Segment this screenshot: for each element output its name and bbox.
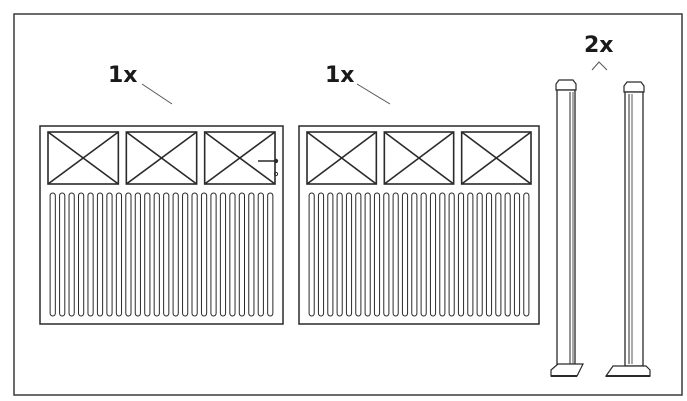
gate-leaf-right-cross-panels (306, 131, 532, 185)
gate-leaf-left-slat (106, 192, 113, 317)
gate-leaf-right-slat (476, 192, 483, 317)
gate-leaf-left-cross-panel-1 (47, 131, 120, 185)
gate-leaf-left-slat (238, 192, 245, 317)
gate-leaf-left-slat (96, 192, 104, 317)
gate-leaf-right-slat (336, 192, 343, 317)
gate-leaf-right-cross-panel-1 (306, 131, 378, 185)
gate-leaf-right-quantity: 1x (325, 63, 355, 88)
gate-leaf-left-slat (144, 192, 151, 317)
diagram-frame (13, 13, 683, 396)
gate-leaf-left-slat (182, 192, 189, 317)
gate-post-1-shaft (556, 89, 576, 367)
gate-leaf-right-slat (495, 192, 502, 317)
gate-leaf-right-leader-line (356, 83, 391, 105)
gate-leaf-left-slat (257, 192, 264, 317)
gate-post-2 (604, 81, 651, 377)
gate-leaf-left-slat (49, 192, 56, 317)
gate-leaf-right-slat (383, 192, 390, 317)
gate-leaf-right-slat (420, 192, 427, 317)
gate-leaf-left-slat (219, 192, 227, 317)
gate-leaf-right-slat (411, 192, 418, 317)
gate-leaf-left-slats (49, 192, 274, 317)
gate-leaf-left-slat (59, 192, 66, 317)
gate-leaf-left-slat (210, 192, 217, 317)
gate-post-1-base-plate (550, 363, 584, 377)
gate-leaf-right-slat (355, 192, 362, 317)
gate-leaf-right-slat (513, 192, 521, 317)
gate-post-leader-mark (591, 61, 608, 71)
gate-leaf-left-slat (163, 192, 170, 317)
gate-leaf-right-slat (345, 192, 353, 317)
gate-latch-icon (258, 158, 279, 177)
gate-leaf-right-slat (308, 192, 315, 317)
gate-leaf-right-cross-panel-3 (460, 131, 532, 185)
gate-leaf-left-cross-panel-2 (125, 131, 198, 185)
gate-leaf-right-cross-panel-2 (383, 131, 455, 185)
gate-leaf-right-slat (523, 192, 530, 317)
gate-leaf-left-slat (267, 192, 274, 317)
gate-leaf-right-slat (401, 192, 409, 317)
gate-leaf-right-slat (448, 192, 455, 317)
gate-leaf-left-quantity: 1x (108, 63, 138, 88)
gate-leaf-right-slat (327, 192, 334, 317)
gate-leaf-right-slat (364, 192, 371, 317)
gate-post-2-base-plate (604, 365, 651, 377)
gate-leaf-left-slat (248, 192, 255, 317)
gate-leaf-right-slat (467, 192, 474, 317)
gate-leaf-left-slat (78, 192, 85, 317)
gate-leaf-left (39, 125, 284, 325)
gate-leaf-right-slat (429, 192, 437, 317)
gate-leaf-right-slats (308, 192, 530, 317)
gate-leaf-left-leader-line (141, 83, 173, 105)
gate-leaf-left-slat (200, 192, 208, 317)
gate-post-2-cap (623, 81, 645, 93)
gate-leaf-left-slat (229, 192, 236, 317)
gate-post-1-cap (555, 79, 577, 91)
gate-leaf-left-slat (87, 192, 94, 317)
gate-leaf-left-cross-panel-3 (203, 131, 276, 185)
gate-post-2-shaft (624, 91, 644, 367)
gate-leaf-right-slat (317, 192, 325, 317)
gate-post-quantity: 2x (584, 33, 614, 58)
gate-leaf-left-slat (191, 192, 198, 317)
gate-leaf-right-slat (457, 192, 465, 317)
gate-post-1 (550, 79, 584, 377)
gate-leaf-right-slat (439, 192, 446, 317)
gate-leaf-right (298, 125, 540, 325)
gate-leaf-left-slat (68, 192, 75, 317)
gate-leaf-left-slat (134, 192, 141, 317)
gate-leaf-right-slat (373, 192, 381, 317)
gate-leaf-left-slat (172, 192, 179, 317)
gate-leaf-right-slat (485, 192, 493, 317)
gate-leaf-left-cross-panels (47, 131, 276, 185)
gate-leaf-left-slat (125, 192, 132, 317)
gate-leaf-right-slat (504, 192, 511, 317)
gate-leaf-right-slat (392, 192, 399, 317)
gate-leaf-left-slat (153, 192, 160, 317)
gate-leaf-left-slat (115, 192, 123, 317)
